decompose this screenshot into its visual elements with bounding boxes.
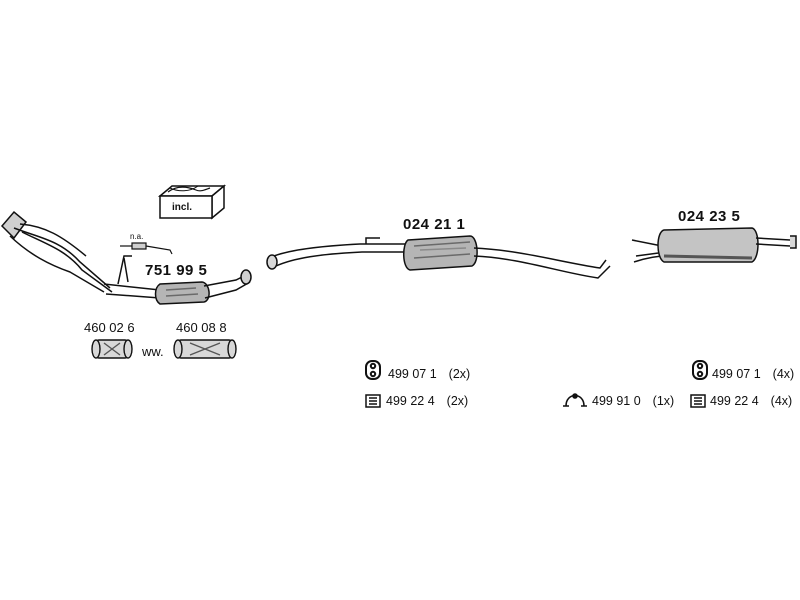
accessory-number: 499 07 1: [712, 367, 761, 381]
accessory-qty: (2x): [448, 367, 471, 381]
front-pipe-assembly: [0, 210, 252, 305]
accessory-middle-hanger: 499 07 1 (2x): [388, 367, 470, 381]
bracket-icon: [690, 394, 706, 408]
clamp-460026: [91, 339, 133, 359]
accessory-rear-hanger: 499 07 1 (4x): [712, 367, 794, 381]
accessory-number: 499 22 4: [710, 394, 759, 408]
clamp-separator: ww.: [142, 344, 164, 359]
rubber-hanger-icon: [692, 360, 708, 380]
accessory-qty: (4x): [772, 367, 795, 381]
ring-clamp-icon: [563, 393, 587, 407]
middle-silencer-assembly: [266, 235, 611, 279]
rear-silencer-assembly: [631, 227, 797, 263]
middle-silencer-part-number: 024 21 1: [403, 216, 466, 233]
incl-label: incl.: [172, 202, 193, 213]
accessory-rear-ring-clamp: 499 91 0 (1x): [592, 394, 674, 408]
bracket-icon: [365, 394, 381, 408]
accessory-number: 499 91 0: [592, 394, 641, 408]
rear-silencer-part-number: 024 23 5: [678, 208, 741, 225]
accessory-middle-bracket: 499 22 4 (2x): [386, 394, 468, 408]
accessory-number: 499 22 4: [386, 394, 435, 408]
accessory-qty: (1x): [652, 394, 675, 408]
included-gasket-package: [157, 184, 227, 220]
clamp-left-part-number: 460 02 6: [84, 320, 135, 335]
clamp-right-part-number: 460 08 8: [176, 320, 227, 335]
accessory-number: 499 07 1: [388, 367, 437, 381]
front-pipe-part-number: 751 99 5: [145, 262, 208, 279]
accessory-qty: (4x): [770, 394, 793, 408]
clamp-460088: [173, 339, 237, 359]
sensor-note: n.a.: [130, 232, 144, 241]
rubber-hanger-icon: [365, 360, 381, 380]
accessory-rear-bracket: 499 22 4 (4x): [710, 394, 792, 408]
accessory-qty: (2x): [446, 394, 469, 408]
lambda-sensor: [120, 242, 173, 255]
